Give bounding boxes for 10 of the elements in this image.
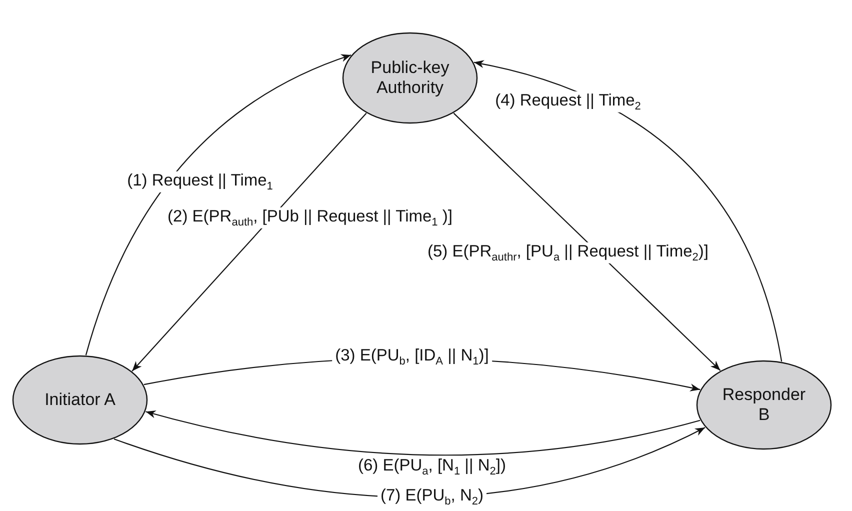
arrow [132, 112, 367, 372]
node-label: Public-key Authority [370, 58, 450, 98]
arrow [474, 60, 782, 362]
arrow [146, 410, 700, 456]
edge-label: (7) E(PU$_{b}$, N$_{2}$) [378, 486, 486, 508]
arrow [453, 112, 721, 371]
arrow [85, 54, 352, 356]
edge-label: (3) E(PU$_{b}$, [ID$_{A}$ || N$_{1}$)] [332, 346, 492, 368]
node-label: Initiator A [44, 390, 116, 410]
node-label: Responder B [721, 385, 807, 425]
